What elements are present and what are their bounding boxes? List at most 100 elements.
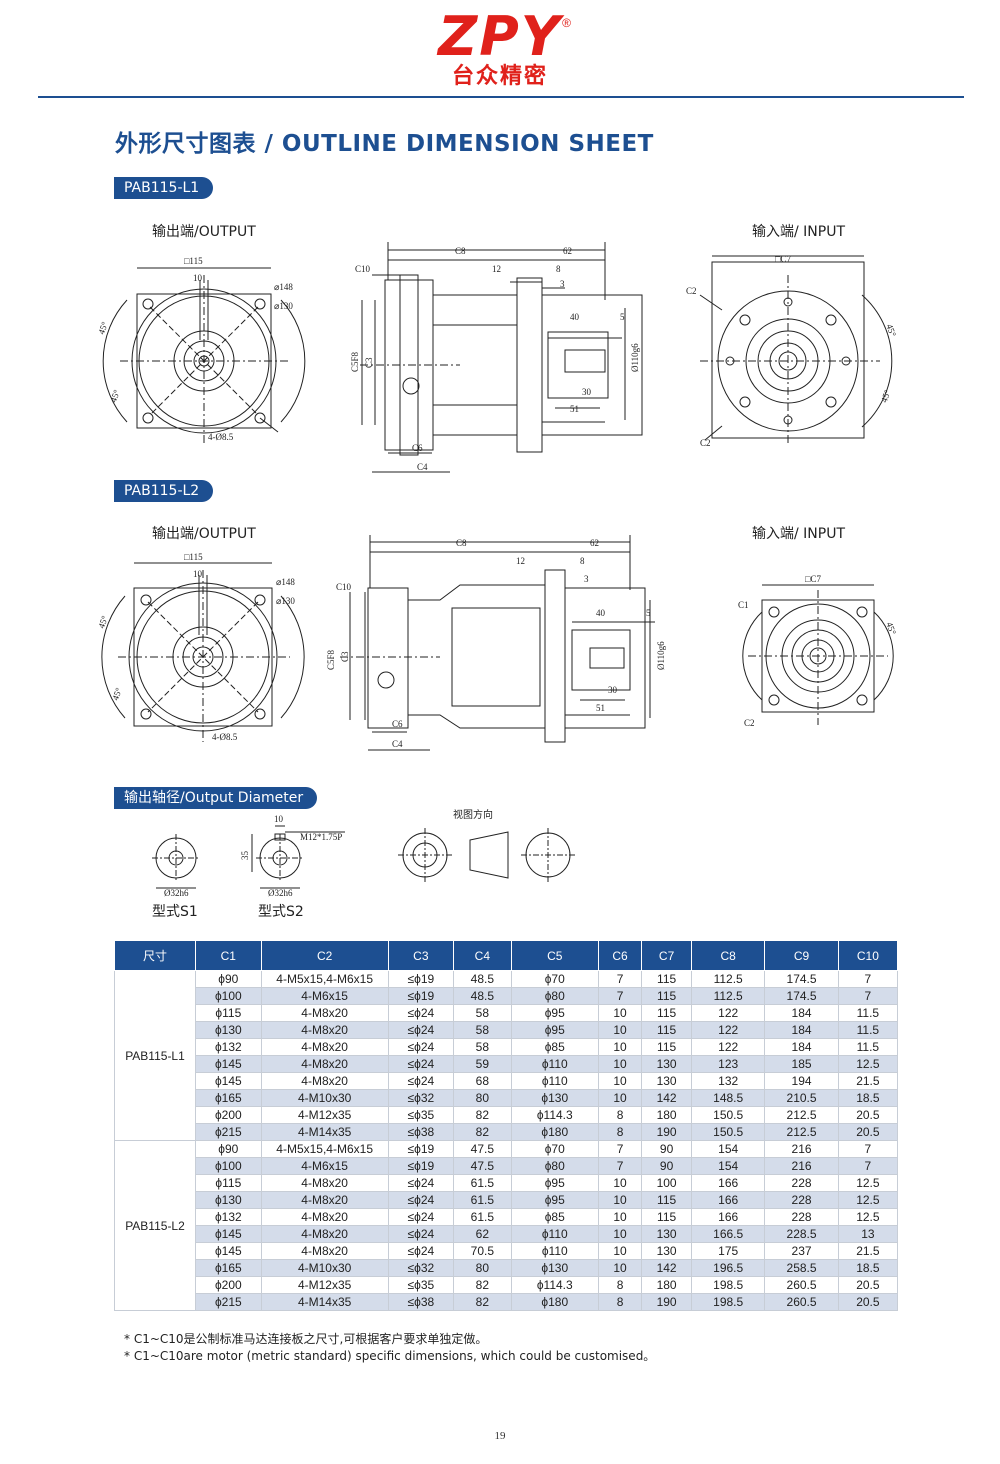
dim-45b: 45° [108, 388, 122, 404]
table-cell: 4-M10x30 [260, 1259, 389, 1277]
table-cell: 47.5 [453, 1157, 512, 1175]
section-label-shaft: 输出轴径/Output Diameter [114, 787, 318, 809]
table-cell: ϕ114.3 [510, 1106, 599, 1124]
table-cell: ϕ90 [195, 970, 262, 988]
table-cell: ≤ϕ38 [387, 1293, 455, 1311]
table-cell: 130 [641, 1225, 692, 1243]
table-cell: 90 [641, 1140, 692, 1158]
table-cell: ≤ϕ24 [387, 1174, 455, 1192]
table-cell: 10 [597, 1191, 643, 1209]
table-cell: 115 [641, 1038, 692, 1056]
registered-mark: ® [562, 16, 571, 30]
table-cell: 228.5 [764, 1225, 839, 1243]
table-cell: ϕ95 [510, 1021, 599, 1039]
table-cell: 228 [764, 1174, 839, 1192]
table-cell: 4-M8x20 [260, 1038, 389, 1056]
table-cell: 142 [641, 1259, 692, 1277]
dim-40: 40 [570, 312, 580, 322]
table-cell: ϕ215 [195, 1123, 262, 1141]
dim-c4: C4 [417, 462, 428, 472]
table-cell: 61.5 [453, 1191, 512, 1209]
table-cell: 18.5 [837, 1089, 899, 1107]
table-cell: 8 [597, 1293, 643, 1311]
dim-8: 8 [556, 264, 561, 274]
dim-110: Ø110g6 [630, 343, 640, 372]
dim-12: 12 [492, 264, 501, 274]
table-cell: ϕ95 [510, 1191, 599, 1209]
table-cell: ϕ145 [195, 1242, 262, 1260]
table-cell: ϕ114.3 [510, 1276, 599, 1294]
table-cell: 11.5 [837, 1021, 899, 1039]
output-label-l2: 输出端/OUTPUT [152, 526, 256, 542]
dim2-45a: 45° [96, 614, 110, 630]
dim2-45c: 45° [884, 621, 898, 637]
table-cell: 115 [641, 1208, 692, 1226]
brand-logo: ZPY ® 台众精密 [435, 5, 571, 90]
table-cell: 228 [764, 1208, 839, 1226]
table-cell: ≤ϕ35 [387, 1106, 455, 1124]
dim2-40: 40 [596, 608, 606, 618]
table-cell: 12.5 [837, 1174, 899, 1192]
shaft-dim-32-s1: Ø32h6 [164, 888, 189, 898]
table-cell: 80 [453, 1259, 512, 1277]
table-cell: 80 [453, 1089, 512, 1107]
table-cell: ≤ϕ19 [387, 1157, 455, 1175]
table-cell: ≤ϕ24 [387, 1208, 455, 1226]
table-cell: ϕ145 [195, 1225, 262, 1243]
table-cell: 12.5 [837, 1208, 899, 1226]
shaft-dim-m12: M12*1.75P [300, 832, 342, 842]
table-cell: ≤ϕ24 [387, 1242, 455, 1260]
table-cell: 190 [641, 1123, 692, 1141]
table-cell: 150.5 [690, 1123, 766, 1141]
brand-name: ZPY [438, 5, 562, 68]
table-cell: ϕ180 [510, 1123, 599, 1141]
side-view-l2 [340, 535, 655, 751]
table-cell: 70.5 [453, 1242, 512, 1260]
table-cell: 13 [837, 1225, 899, 1243]
header-divider [38, 96, 964, 98]
table-cell: 4-M8x20 [260, 1021, 389, 1039]
table-cell: 184 [764, 1004, 839, 1022]
table-cell: 174.5 [764, 970, 839, 988]
table-cell: 4-M14x35 [260, 1293, 389, 1311]
table-header-9: C9 [764, 940, 839, 971]
dim2-10: 10 [193, 569, 203, 579]
table-cell: 82 [453, 1293, 512, 1311]
table-cell: ≤ϕ24 [387, 1191, 455, 1209]
table-cell: ϕ145 [195, 1055, 262, 1073]
page-title: 外形尺寸图表 / OUTLINE DIMENSION SHEET [115, 131, 654, 157]
table-cell: 12.5 [837, 1191, 899, 1209]
table-cell: 180 [641, 1276, 692, 1294]
table-cell: 68 [453, 1072, 512, 1090]
table-header-6: C6 [597, 940, 643, 971]
dim-130: ⌀130 [274, 301, 293, 311]
dim2-c9: C9 [494, 530, 505, 532]
table-cell: 7 [597, 987, 643, 1005]
table-cell: 82 [453, 1106, 512, 1124]
table-cell: 4-M10x30 [260, 1089, 389, 1107]
brand-cn: 台众精密 [451, 64, 548, 89]
dim2-c7: □C7 [805, 574, 821, 584]
drawing-l2: □115 10 ⌀148 ⌀130 45° 45° 4-Ø8.5 C9 C8 6… [96, 530, 898, 751]
table-cell: 216 [764, 1140, 839, 1158]
dim-c3: C3 [364, 357, 374, 368]
table-cell: 4-M14x35 [260, 1123, 389, 1141]
table-cell: 115 [641, 987, 692, 1005]
dim-30: 30 [582, 387, 592, 397]
dim-51: 51 [570, 404, 579, 414]
table-cell: 190 [641, 1293, 692, 1311]
dim2-c1: C1 [738, 600, 749, 610]
dim-c6: C6 [412, 443, 423, 453]
table-cell: 122 [690, 1021, 766, 1039]
table-cell: 10 [597, 1225, 643, 1243]
table-cell: ϕ145 [195, 1072, 262, 1090]
dim2-130: ⌀130 [276, 596, 295, 606]
table-cell: ≤ϕ35 [387, 1276, 455, 1294]
